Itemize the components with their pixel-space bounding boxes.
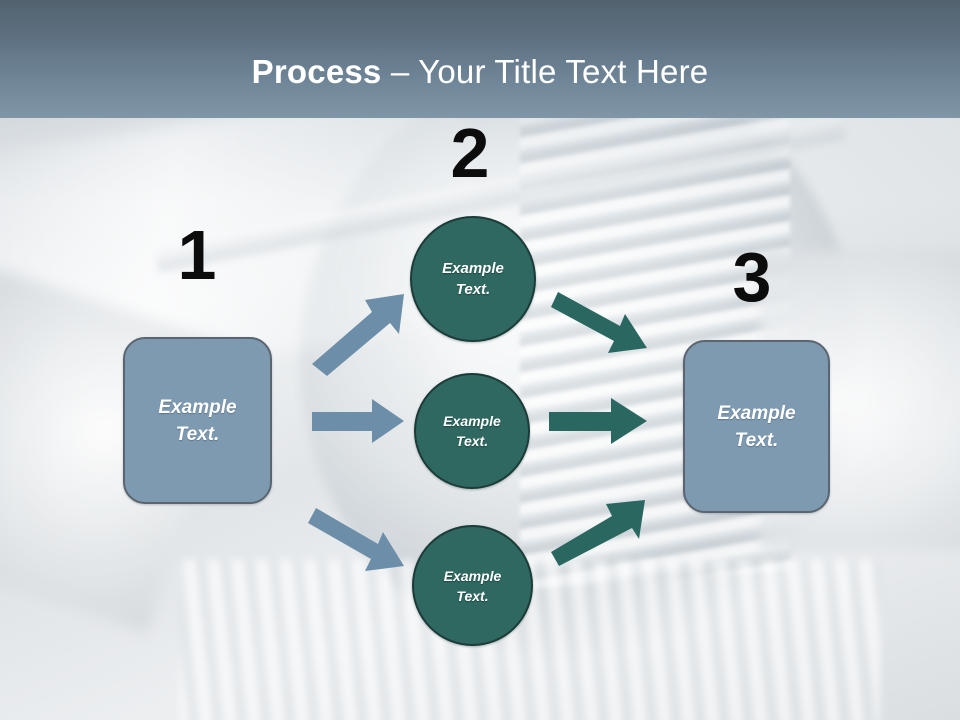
process-circle-2-label: Example Text. <box>443 411 501 451</box>
process-circle-1-label-line2: Text. <box>455 281 491 298</box>
arrow-circle2-to-box3[interactable] <box>549 398 647 444</box>
process-box-step1-label-line1: Example <box>158 396 237 418</box>
step-number-1: 1 <box>177 216 217 294</box>
arrow-box1-to-circle3[interactable] <box>308 508 404 571</box>
process-circle-3-label-line2: Text. <box>456 587 489 604</box>
arrow-circle3-to-box3[interactable] <box>551 500 645 566</box>
arrow-box1-to-circle2[interactable] <box>312 399 404 443</box>
process-circle-2[interactable]: Example Text. <box>414 373 530 489</box>
step-number-2: 2 <box>450 114 490 192</box>
process-circle-3[interactable]: Example Text. <box>412 525 533 646</box>
arrow-circle1-to-box3[interactable] <box>551 292 647 353</box>
process-circle-1[interactable]: Example Text. <box>410 216 536 342</box>
process-box-step1-label-line2: Text. <box>175 423 220 445</box>
process-box-step3[interactable]: Example Text. <box>683 340 830 513</box>
slide-title-bold: Process <box>251 53 382 90</box>
process-box-step1[interactable]: Example Text. <box>123 337 272 504</box>
process-circle-2-label-line2: Text. <box>455 433 489 449</box>
process-circle-1-label-line1: Example <box>442 260 504 277</box>
process-circle-3-label-line1: Example <box>443 567 502 584</box>
step-number-3: 3 <box>732 238 772 316</box>
process-box-step1-label: Example Text. <box>158 394 236 448</box>
process-circle-1-label: Example Text. <box>442 258 504 300</box>
process-box-step3-label: Example Text. <box>717 400 795 454</box>
title-band <box>0 0 960 118</box>
slide-title: Process – Your Title Text Here <box>0 52 960 92</box>
slide-title-rest: – Your Title Text Here <box>381 53 709 90</box>
process-circle-3-label: Example Text. <box>444 566 502 606</box>
process-circle-2-label-line1: Example <box>443 413 501 429</box>
arrow-box1-to-circle1[interactable] <box>312 294 404 376</box>
process-box-step3-label-line2: Text. <box>734 429 779 451</box>
process-box-step3-label-line1: Example <box>717 402 796 424</box>
